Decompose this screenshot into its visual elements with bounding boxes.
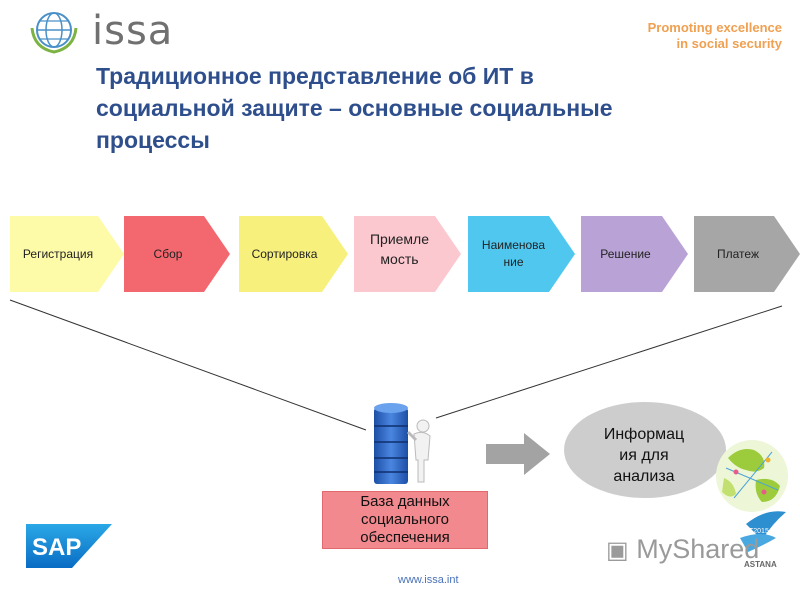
process-step-label-line-1: Приемле [369,231,430,247]
title-line-2: социальной защите – основные социальные [96,95,613,121]
process-step-shape [10,216,124,292]
process-step-label: Приемле мость [370,229,429,269]
page-title: Традиционное представление об ИТ в социа… [96,60,736,156]
info-line-3: анализа [613,468,675,485]
process-step-decision: Решение [581,216,688,292]
process-step-label: Платеж [717,246,759,261]
process-step-sorting: Сортировка [239,216,348,292]
info-line-1: Информац [603,426,685,443]
connector-line-left [9,299,367,431]
process-step-label: Наименова ние [482,237,545,271]
process-step-shape [468,216,575,292]
process-step-label: Сортировка [251,246,318,261]
footer-url[interactable]: www.issa.int [398,574,459,586]
database-box-line-3: обеспечения [360,529,450,546]
process-step-label-line-2: ние [503,255,524,269]
logo-text: issa [92,8,174,54]
tagline-line-2: in social security [676,36,783,51]
process-step-shape [354,216,461,292]
myshared-watermark: ▣ MyShared [606,534,759,565]
database-box-line-1: База данных [360,493,450,510]
right-arrow-icon [486,433,550,475]
sap-logo: SAP [26,524,112,568]
ict-globe-graphic [716,440,788,552]
process-step-label: Сбор [153,246,183,261]
process-step-acceptability: Приемле мость [354,216,461,292]
database-box: База данных социального обеспечения [322,491,488,549]
info-ellipse-label: Информац ия для анализа [566,424,722,487]
title-line-1: Традиционное представление об ИТ в [96,63,534,89]
sap-logo-text: SAP [32,534,81,561]
ict-badge-label: ICT2015 [742,528,769,535]
process-step-shape [694,216,800,292]
process-step-naming: Наименова ние [468,216,575,292]
process-step-payment: Платеж [694,216,800,292]
process-step-label: Регистрация [22,246,94,261]
globe-icon [30,12,78,54]
process-step-registration: Регистрация [10,216,124,292]
astana-badge-label: ASTANA [744,560,777,569]
info-ellipse [564,402,726,498]
process-step-collection: Сбор [124,216,230,292]
title-line-3: процессы [96,127,210,153]
connector-line-right [435,305,783,419]
info-line-2: ия для [619,447,669,464]
process-step-label-line-2: мость [380,251,419,267]
process-step-shape [239,216,348,292]
process-step-shape [124,216,230,292]
process-step-shape [581,216,688,292]
process-step-label-line-1: Наименова [481,238,546,252]
presentation-icon: ▣ [606,537,629,564]
database-box-line-2: социального [360,511,449,528]
process-step-label: Решение [600,246,651,261]
myshared-watermark-text: MyShared [636,534,760,564]
database-server-icon [374,403,431,484]
tagline-line-1: Promoting excellence [647,20,782,35]
tagline: Promoting excellence in social security [582,20,782,52]
